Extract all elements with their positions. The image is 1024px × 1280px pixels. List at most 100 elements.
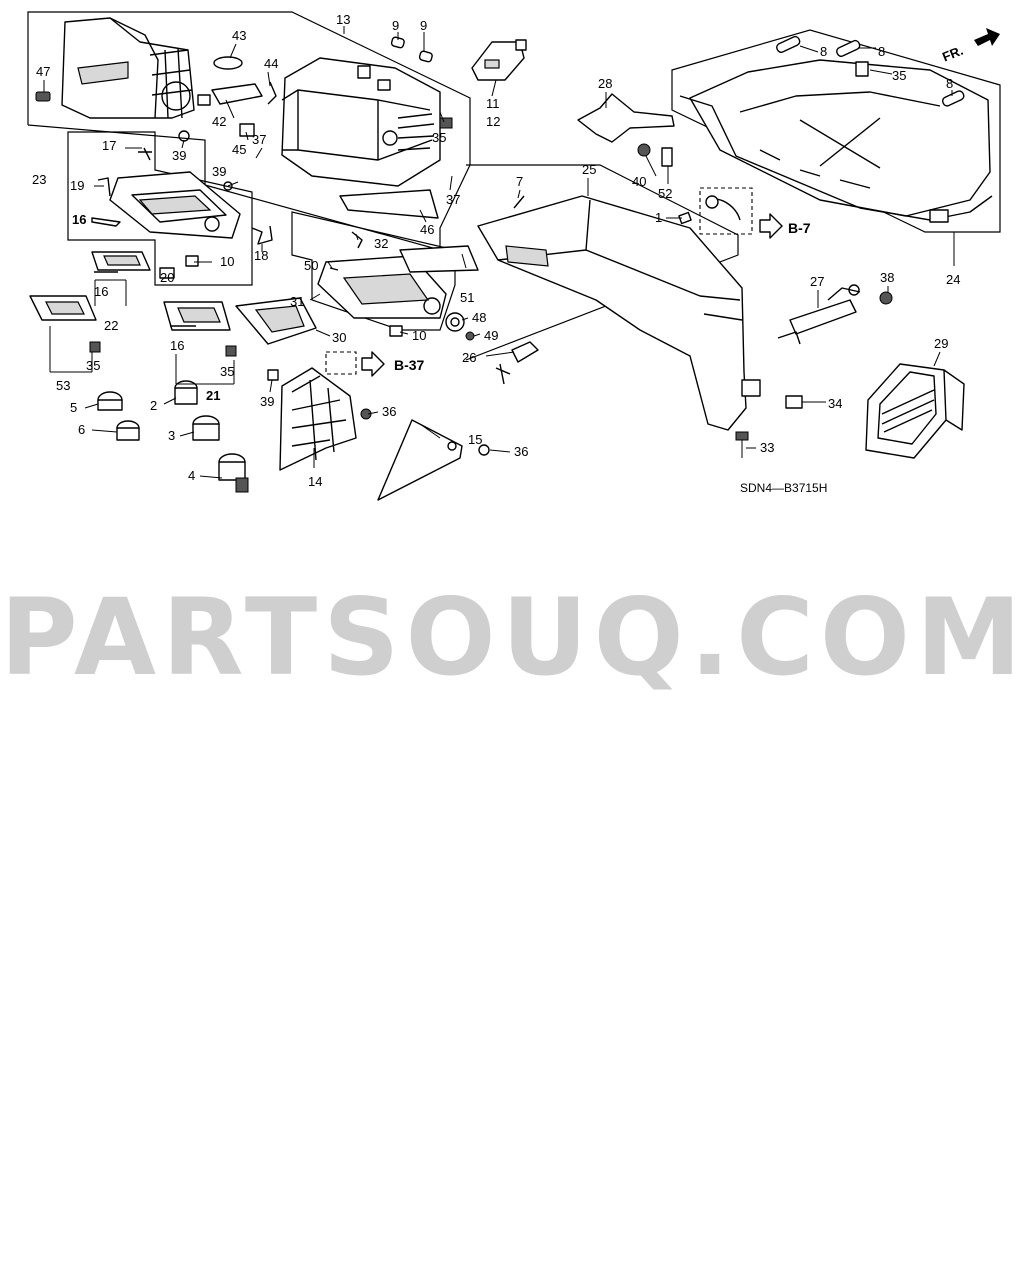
callout-42: 42 (212, 114, 226, 129)
part-24-dash-panel (679, 59, 993, 223)
callout-9a: 9 (392, 18, 399, 33)
callout-15: 15 (468, 432, 482, 447)
group-box-31 (291, 211, 456, 331)
part-48-49-latch (445, 312, 475, 341)
callout-16c: 16 (170, 338, 184, 353)
part-knobs (97, 380, 249, 493)
callout-24: 24 (946, 272, 960, 287)
ref-label-b7: B-7 (788, 220, 811, 236)
callout-47: 47 (36, 64, 50, 79)
callout-37b: 37 (446, 192, 460, 207)
callout-10b: 10 (412, 328, 426, 343)
callout-50: 50 (304, 258, 318, 273)
callout-33: 33 (760, 440, 774, 455)
part-9-pins (390, 36, 433, 63)
callout-53: 53 (56, 378, 70, 393)
callout-12: 12 (486, 114, 500, 129)
part-hinge-set (197, 56, 277, 137)
callout-40: 40 (632, 174, 646, 189)
part-8-pins (776, 35, 965, 107)
callout-25: 25 (582, 162, 596, 177)
part-tray-clips (159, 130, 273, 279)
callout-46: 46 (420, 222, 434, 237)
callout-28: 28 (598, 76, 612, 91)
callout-30: 30 (332, 330, 346, 345)
callout-26: 26 (462, 350, 476, 365)
callout-51: 51 (460, 290, 474, 305)
callout-17: 17 (102, 138, 116, 153)
leader-lines (43, 26, 955, 479)
callout-4: 4 (188, 468, 195, 483)
part-51-lid (399, 245, 479, 273)
callout-6: 6 (78, 422, 85, 437)
part-29-vent (865, 363, 965, 459)
ref-arrow-b37-icon (361, 351, 385, 377)
part-21-trim (163, 301, 237, 357)
part-26-key-cylinder (495, 341, 539, 385)
part-1-bulb-harness (678, 187, 753, 235)
callout-7: 7 (516, 174, 523, 189)
callout-3: 3 (168, 428, 175, 443)
callout-11: 11 (486, 96, 500, 111)
callout-35b: 35 (86, 358, 100, 373)
part-34-clip (785, 395, 803, 409)
callout-31: 31 (290, 294, 304, 309)
callout-32: 32 (374, 236, 388, 251)
callout-36a: 36 (382, 404, 396, 419)
callout-37a: 37 (252, 132, 266, 147)
callout-5: 5 (70, 400, 77, 415)
callout-23: 23 (32, 172, 46, 187)
callout-44: 44 (264, 56, 278, 71)
part-46-plate (339, 189, 439, 219)
part-25-glove-box (477, 195, 761, 431)
callout-8a: 8 (820, 44, 827, 59)
callout-48: 48 (472, 310, 486, 325)
callout-1: 1 (655, 210, 662, 225)
callout-45: 45 (232, 142, 246, 157)
callout-29: 29 (934, 336, 948, 351)
callout-39b: 39 (212, 164, 226, 179)
callout-13: 13 (336, 12, 350, 27)
watermark-text: PARTSOUQ.COM (0, 576, 1024, 699)
group-box-24 (671, 29, 1001, 233)
part-14-side-panel (267, 367, 357, 471)
part-53-trim (29, 295, 101, 353)
callout-18: 18 (254, 248, 268, 263)
callout-49: 49 (484, 328, 498, 343)
part-22-trim (91, 251, 151, 273)
callout-21: 21 (206, 388, 220, 403)
callout-39a: 39 (172, 148, 186, 163)
callout-9b: 9 (420, 18, 427, 33)
part-23-tray (91, 147, 241, 239)
callout-38: 38 (880, 270, 894, 285)
part-33-bolt (735, 431, 749, 458)
callout-39c: 39 (260, 394, 274, 409)
callout-52: 52 (658, 186, 672, 201)
part-glove-lid (35, 17, 195, 119)
callout-14: 14 (308, 474, 322, 489)
part-11-12-bracket (471, 39, 527, 81)
callout-19: 19 (70, 178, 84, 193)
group-box-13 (27, 11, 471, 251)
callout-16a: 16 (72, 212, 86, 227)
callout-20: 20 (160, 270, 174, 285)
part-15-cover (377, 419, 463, 501)
ref-label-b37: B-37 (394, 357, 425, 373)
callout-27: 27 (810, 274, 824, 289)
part-13-glove-box-body (281, 57, 453, 187)
callout-35d: 35 (892, 68, 906, 83)
callout-2: 2 (150, 398, 157, 413)
front-arrow-icon (974, 28, 1000, 46)
ref-arrow-b7-icon (759, 213, 783, 239)
diagram-code: SDN4—B3715H (740, 481, 827, 495)
callout-16b: 16 (94, 284, 108, 299)
callout-8b: 8 (878, 44, 885, 59)
front-arrow-label: FR. (940, 43, 965, 65)
parts-diagram: FR. B-7 B-37 (27, 11, 1001, 501)
callouts: 1 2 3 4 5 6 7 8 8 8 9 9 10 10 11 12 13 1… (32, 12, 960, 489)
callout-22: 22 (104, 318, 118, 333)
group-box-23 (67, 131, 253, 286)
part-36-screws (360, 408, 490, 456)
part-28-bracket (577, 93, 675, 167)
part-30-tray (235, 297, 317, 345)
